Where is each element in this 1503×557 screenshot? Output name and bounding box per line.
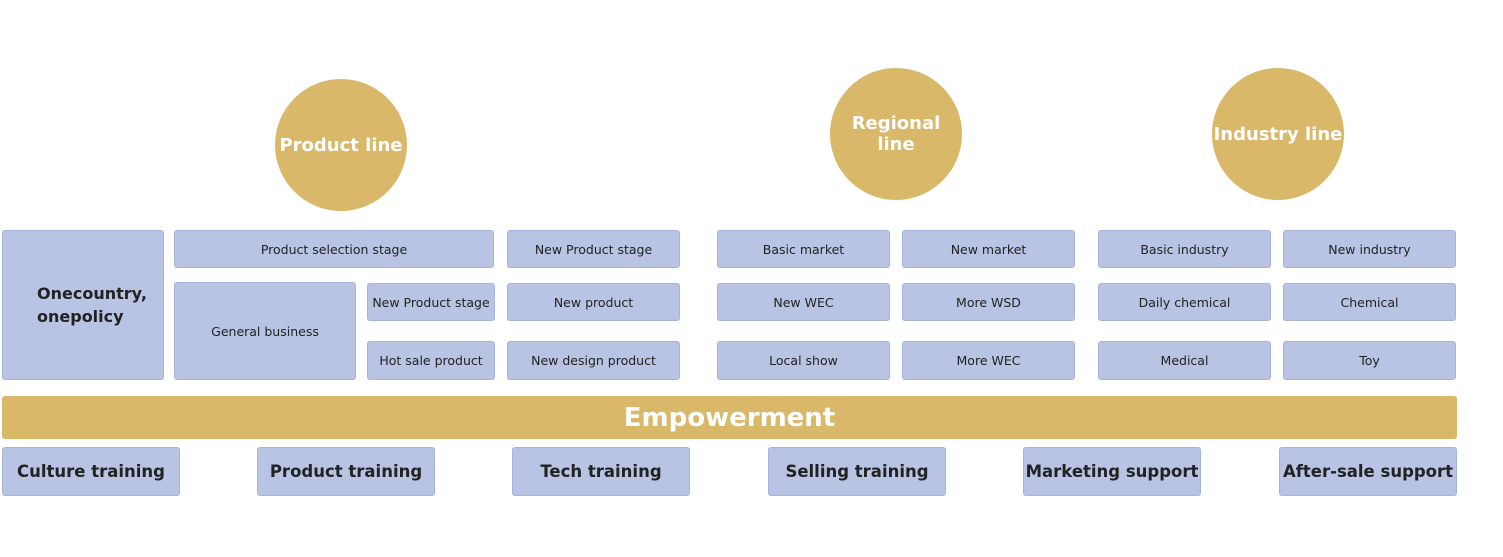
- more-wec-label: More WEC: [956, 353, 1021, 368]
- more-wsd-box: More WSD: [902, 283, 1075, 321]
- marketing-support-label: Marketing support: [1025, 462, 1199, 481]
- product-line-circle: Product line: [275, 79, 407, 211]
- more-wec-box: More WEC: [902, 341, 1075, 380]
- hot-sale-product-box: Hot sale product: [367, 341, 495, 380]
- product-line-label: Product line: [279, 134, 403, 156]
- policy-box: Onecountry, onepolicy: [2, 230, 164, 380]
- toy-label: Toy: [1359, 353, 1380, 368]
- new-product-label: New product: [553, 294, 634, 310]
- tech-training-box: Tech training: [512, 447, 690, 496]
- general-business-label: General business: [211, 323, 319, 339]
- culture-training-label: Culture training: [17, 462, 165, 481]
- basic-industry-label: Basic industry: [1140, 241, 1229, 257]
- tech-training-label: Tech training: [540, 462, 662, 481]
- empowerment-bar: Empowerment: [2, 396, 1457, 439]
- local-show-box: Local show: [717, 341, 890, 380]
- after-sale-support-label: After-sale support: [1282, 462, 1454, 481]
- new-wec-label: New WEC: [773, 294, 834, 310]
- industry-line-label: Industry line: [1213, 123, 1343, 145]
- new-product-stage-inner-label: New Product stage: [372, 294, 490, 310]
- marketing-support-box: Marketing support: [1023, 447, 1201, 496]
- medical-box: Medical: [1098, 341, 1271, 380]
- new-wec-box: New WEC: [717, 283, 890, 321]
- new-market-label: New market: [950, 241, 1027, 257]
- basic-industry-box: Basic industry: [1098, 230, 1271, 268]
- chemical-label: Chemical: [1340, 294, 1399, 310]
- basic-market-label: Basic market: [762, 241, 845, 257]
- new-industry-label: New industry: [1328, 241, 1411, 257]
- regional-line-circle: Regional line: [830, 68, 962, 200]
- new-design-product-label: New design product: [531, 353, 656, 368]
- product-training-label: Product training: [269, 462, 423, 481]
- basic-market-box: Basic market: [717, 230, 890, 268]
- regional-line-label: Regional line: [851, 113, 941, 155]
- new-product-stage-inner-box: New Product stage: [367, 283, 495, 321]
- new-market-box: New market: [902, 230, 1075, 268]
- product-training-box: Product training: [257, 447, 435, 496]
- new-industry-box: New industry: [1283, 230, 1456, 268]
- hot-sale-product-label: Hot sale product: [379, 353, 483, 368]
- toy-box: Toy: [1283, 341, 1456, 380]
- empowerment-label: Empowerment: [623, 402, 836, 433]
- daily-chemical-label: Daily chemical: [1138, 294, 1231, 310]
- selling-training-box: Selling training: [768, 447, 946, 496]
- policy-label: Onecountry, onepolicy: [37, 283, 147, 326]
- new-product-stage-label: New Product stage: [534, 241, 653, 257]
- product-selection-stage-label: Product selection stage: [260, 241, 408, 257]
- industry-line-circle: Industry line: [1212, 68, 1344, 200]
- daily-chemical-box: Daily chemical: [1098, 283, 1271, 321]
- local-show-label: Local show: [769, 353, 838, 368]
- new-product-stage-box: New Product stage: [507, 230, 680, 268]
- after-sale-support-box: After-sale support: [1279, 447, 1457, 496]
- selling-training-label: Selling training: [785, 462, 929, 481]
- culture-training-box: Culture training: [2, 447, 180, 496]
- more-wsd-label: More WSD: [956, 294, 1021, 310]
- new-product-box: New product: [507, 283, 680, 321]
- general-business-box: General business: [174, 282, 356, 380]
- chemical-box: Chemical: [1283, 283, 1456, 321]
- new-design-product-box: New design product: [507, 341, 680, 380]
- product-selection-stage-box: Product selection stage: [174, 230, 494, 268]
- medical-label: Medical: [1160, 353, 1209, 368]
